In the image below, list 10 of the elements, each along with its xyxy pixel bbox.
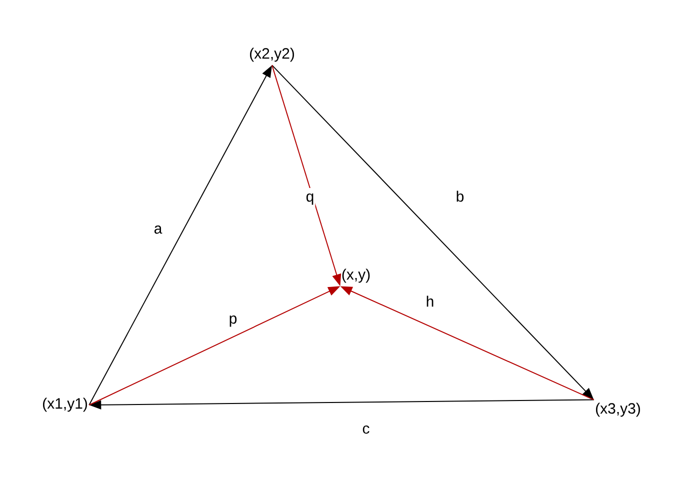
point-label: (x3,y3) xyxy=(596,402,640,417)
edge-label: a xyxy=(152,220,164,240)
point-label: (x2,y2) xyxy=(250,48,294,62)
edge-label: q xyxy=(304,188,316,208)
edge-label: b xyxy=(454,188,466,208)
edge-label: p xyxy=(228,310,238,330)
point-label: (x,y) xyxy=(342,268,370,283)
edge-label: c xyxy=(361,420,371,440)
edge-label: h xyxy=(424,293,436,313)
point-label: (x1,y1) xyxy=(43,398,87,412)
